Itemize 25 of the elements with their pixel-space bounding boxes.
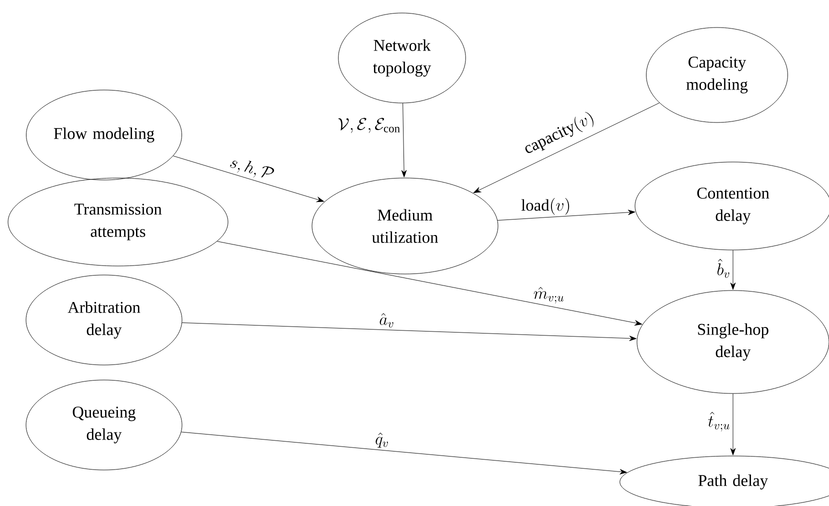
edge-label: $\hat{t}_{v;u}$ xyxy=(708,412,730,432)
edge-label: $\hat{m}_{v;u}$ xyxy=(534,287,564,304)
arrow xyxy=(473,102,660,193)
arrow xyxy=(181,432,627,474)
edge-label: $s, h, \mathcal{P}$ xyxy=(230,160,274,178)
edge-label: $\mathcal{V}, \mathcal{E}, \mathcal{E}_{\mathrm{con}}$ xyxy=(338,118,400,133)
ellipse-node: Capacity modeling xyxy=(646,27,788,123)
arrow xyxy=(216,241,642,326)
edge-label: $\hat{a}_v$ xyxy=(380,313,394,328)
ellipse-node: Flow modeling xyxy=(26,90,182,180)
arrow xyxy=(172,156,324,202)
arrow xyxy=(730,394,736,456)
arrow xyxy=(730,250,736,290)
ellipse-node: Network topology xyxy=(338,12,466,104)
ellipse-node: Transmission attempts xyxy=(8,178,228,266)
edge-label: $\hat{q}_v$ xyxy=(376,432,388,448)
ellipse-node: Queueing delay xyxy=(26,380,182,470)
arrow xyxy=(182,322,636,342)
edge-label: $\mathrm{capacity}(v)$ xyxy=(525,112,594,153)
edge-label: $\hat{b}_v$ xyxy=(717,258,730,278)
ellipse-node: Medium utilization xyxy=(312,178,498,274)
arrow xyxy=(401,103,407,178)
ellipse-node: Arbitration delay xyxy=(26,274,182,366)
arrow xyxy=(497,210,636,221)
edge-label: $\mathrm{load}(v)$ xyxy=(521,198,570,215)
